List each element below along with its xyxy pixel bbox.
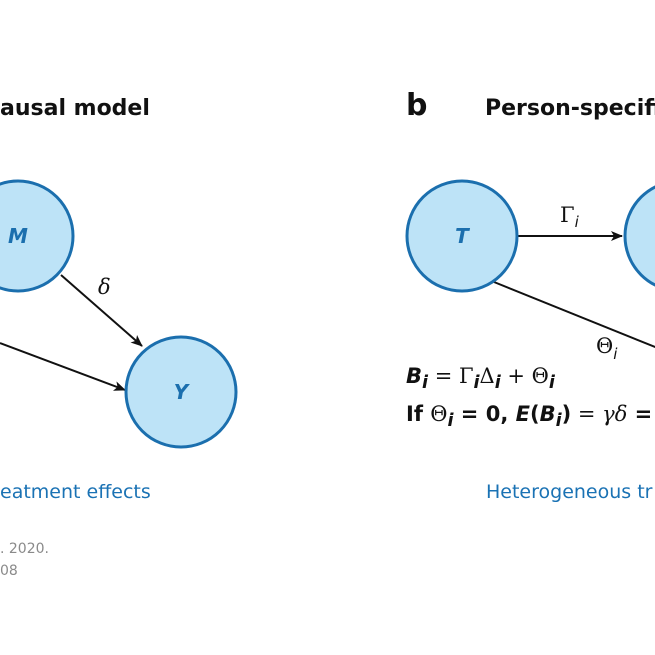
eq-sub: i <box>548 373 555 394</box>
eq-if: If <box>406 402 431 426</box>
eq-b: B <box>406 364 423 388</box>
eq-expectation: E <box>515 402 530 426</box>
eq-gamma: Γ <box>458 364 474 388</box>
panel-b-letter: b <box>406 88 428 123</box>
source-credit: . 2020. 08 <box>0 538 49 582</box>
panel-a-caption: eatment effects <box>0 481 151 503</box>
eq-b: B <box>539 402 556 426</box>
equation-line-2: If Θi = 0, E(Bi) = γδ = C <box>406 402 655 431</box>
eq-sub: i <box>473 373 480 394</box>
eq-equals: = <box>428 364 459 388</box>
source-line-2: 08 <box>0 563 18 579</box>
eq-delta: Δ <box>479 364 495 388</box>
eq-paren: ( <box>529 402 540 426</box>
edge-t-to-outcome <box>493 281 655 349</box>
node-m <box>0 179 75 293</box>
node-m-label: M <box>8 224 28 248</box>
eq-plus: + <box>500 364 532 388</box>
eq-sub: i <box>555 411 562 432</box>
panel-b-caption: Heterogeneous tr <box>486 481 653 503</box>
edge-label-theta: Θi <box>596 334 618 363</box>
edge-t-to-y <box>0 342 126 391</box>
eq-sub: i <box>422 373 429 394</box>
node-y <box>124 335 238 449</box>
eq-theta: Θ <box>531 364 549 388</box>
node-y-label: Y <box>174 380 191 404</box>
eq-equals: = <box>571 402 603 426</box>
eq-c: = C <box>634 402 655 426</box>
edge-m-to-y <box>60 274 143 347</box>
eq-paren: ) <box>561 402 572 426</box>
panel-a-title: ausal model <box>0 96 150 121</box>
eq-zero: = 0, <box>453 402 516 426</box>
eq-sub: i <box>494 373 501 394</box>
node-t <box>405 179 519 293</box>
eq-gamma-delta: γδ <box>602 402 628 426</box>
eq-sub: i <box>447 411 454 432</box>
edge-label-gamma: Γi <box>560 203 580 231</box>
source-line-1: . 2020. <box>0 541 49 557</box>
equation-line-1: Bi = ΓiΔi + Θi <box>406 364 555 393</box>
edge-label-delta: δ <box>98 275 111 299</box>
node-t-label: T <box>455 224 470 248</box>
node-m-partial <box>623 185 655 287</box>
eq-theta: Θ <box>430 402 448 426</box>
panel-b-title: Person-specific <box>485 96 655 121</box>
